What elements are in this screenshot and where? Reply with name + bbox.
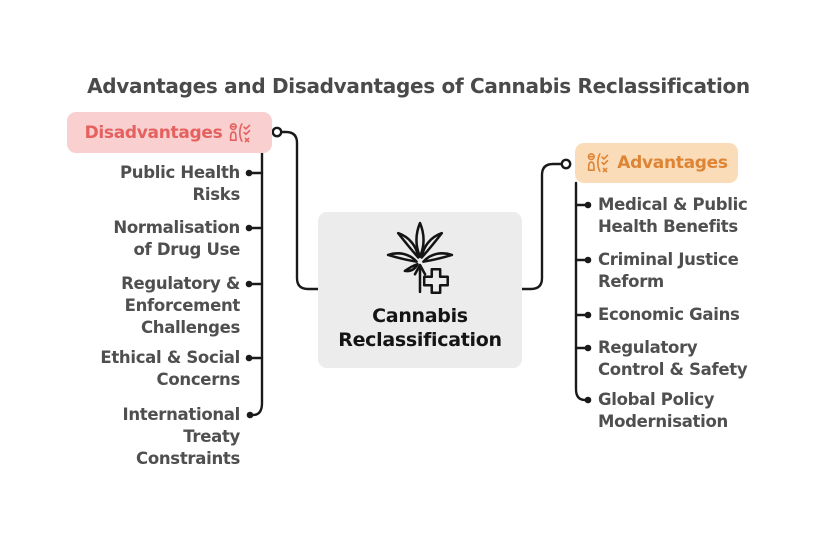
center-to-advantages-link [520, 162, 563, 291]
diagram-title: Advantages and Disadvantages of Cannabis… [87, 74, 750, 98]
advantage-item: Criminal Justice Reform [598, 250, 739, 291]
disadvantage-item: Ethical & Social Concerns [100, 348, 240, 389]
person-with-checklist-icon [585, 151, 612, 175]
disadvantage-item: Normalisation of Drug Use [113, 218, 240, 259]
disadvantage-item: Public Health Risks [119, 163, 240, 204]
bullet-dot [584, 311, 592, 319]
bullet-dot [584, 201, 592, 209]
disadvantages-to-center-link [280, 130, 320, 291]
center-node-label: Cannabis Reclassification [338, 305, 502, 351]
disadvantage-item: International Treaty Constraints [122, 405, 241, 468]
bullet-dot [245, 280, 253, 288]
bullet-dot [245, 224, 253, 232]
bullet-dot [584, 344, 592, 352]
bullet-dot [245, 354, 253, 362]
advantage-item: Global Policy Modernisation [598, 390, 728, 431]
disadvantage-item: Regulatory & Enforcement Challenges [121, 274, 240, 337]
advantages-node: Advantages [575, 143, 738, 183]
bullet-dot [246, 411, 254, 419]
bullet-dot [245, 169, 253, 177]
bullet-dot [584, 256, 592, 264]
advantage-item: Medical & Public Health Benefits [598, 195, 748, 236]
advantages-spine [574, 181, 587, 402]
cannabis-reclassification-node: Cannabis Reclassification [318, 212, 522, 368]
disadvantages-spine [251, 151, 264, 417]
bullet-dot [584, 396, 592, 404]
cannabis-leaf-with-medical-cross-icon [372, 218, 468, 302]
disadvantages-node: Disadvantages [67, 112, 272, 153]
person-with-checklist-icon [227, 121, 254, 145]
ring-connector [271, 126, 283, 138]
disadvantages-label: Disadvantages [84, 122, 223, 143]
advantage-item: Economic Gains [598, 305, 740, 324]
ring-connector [560, 158, 572, 170]
advantage-item: Regulatory Control & Safety [598, 338, 748, 379]
advantages-label: Advantages [617, 153, 728, 173]
